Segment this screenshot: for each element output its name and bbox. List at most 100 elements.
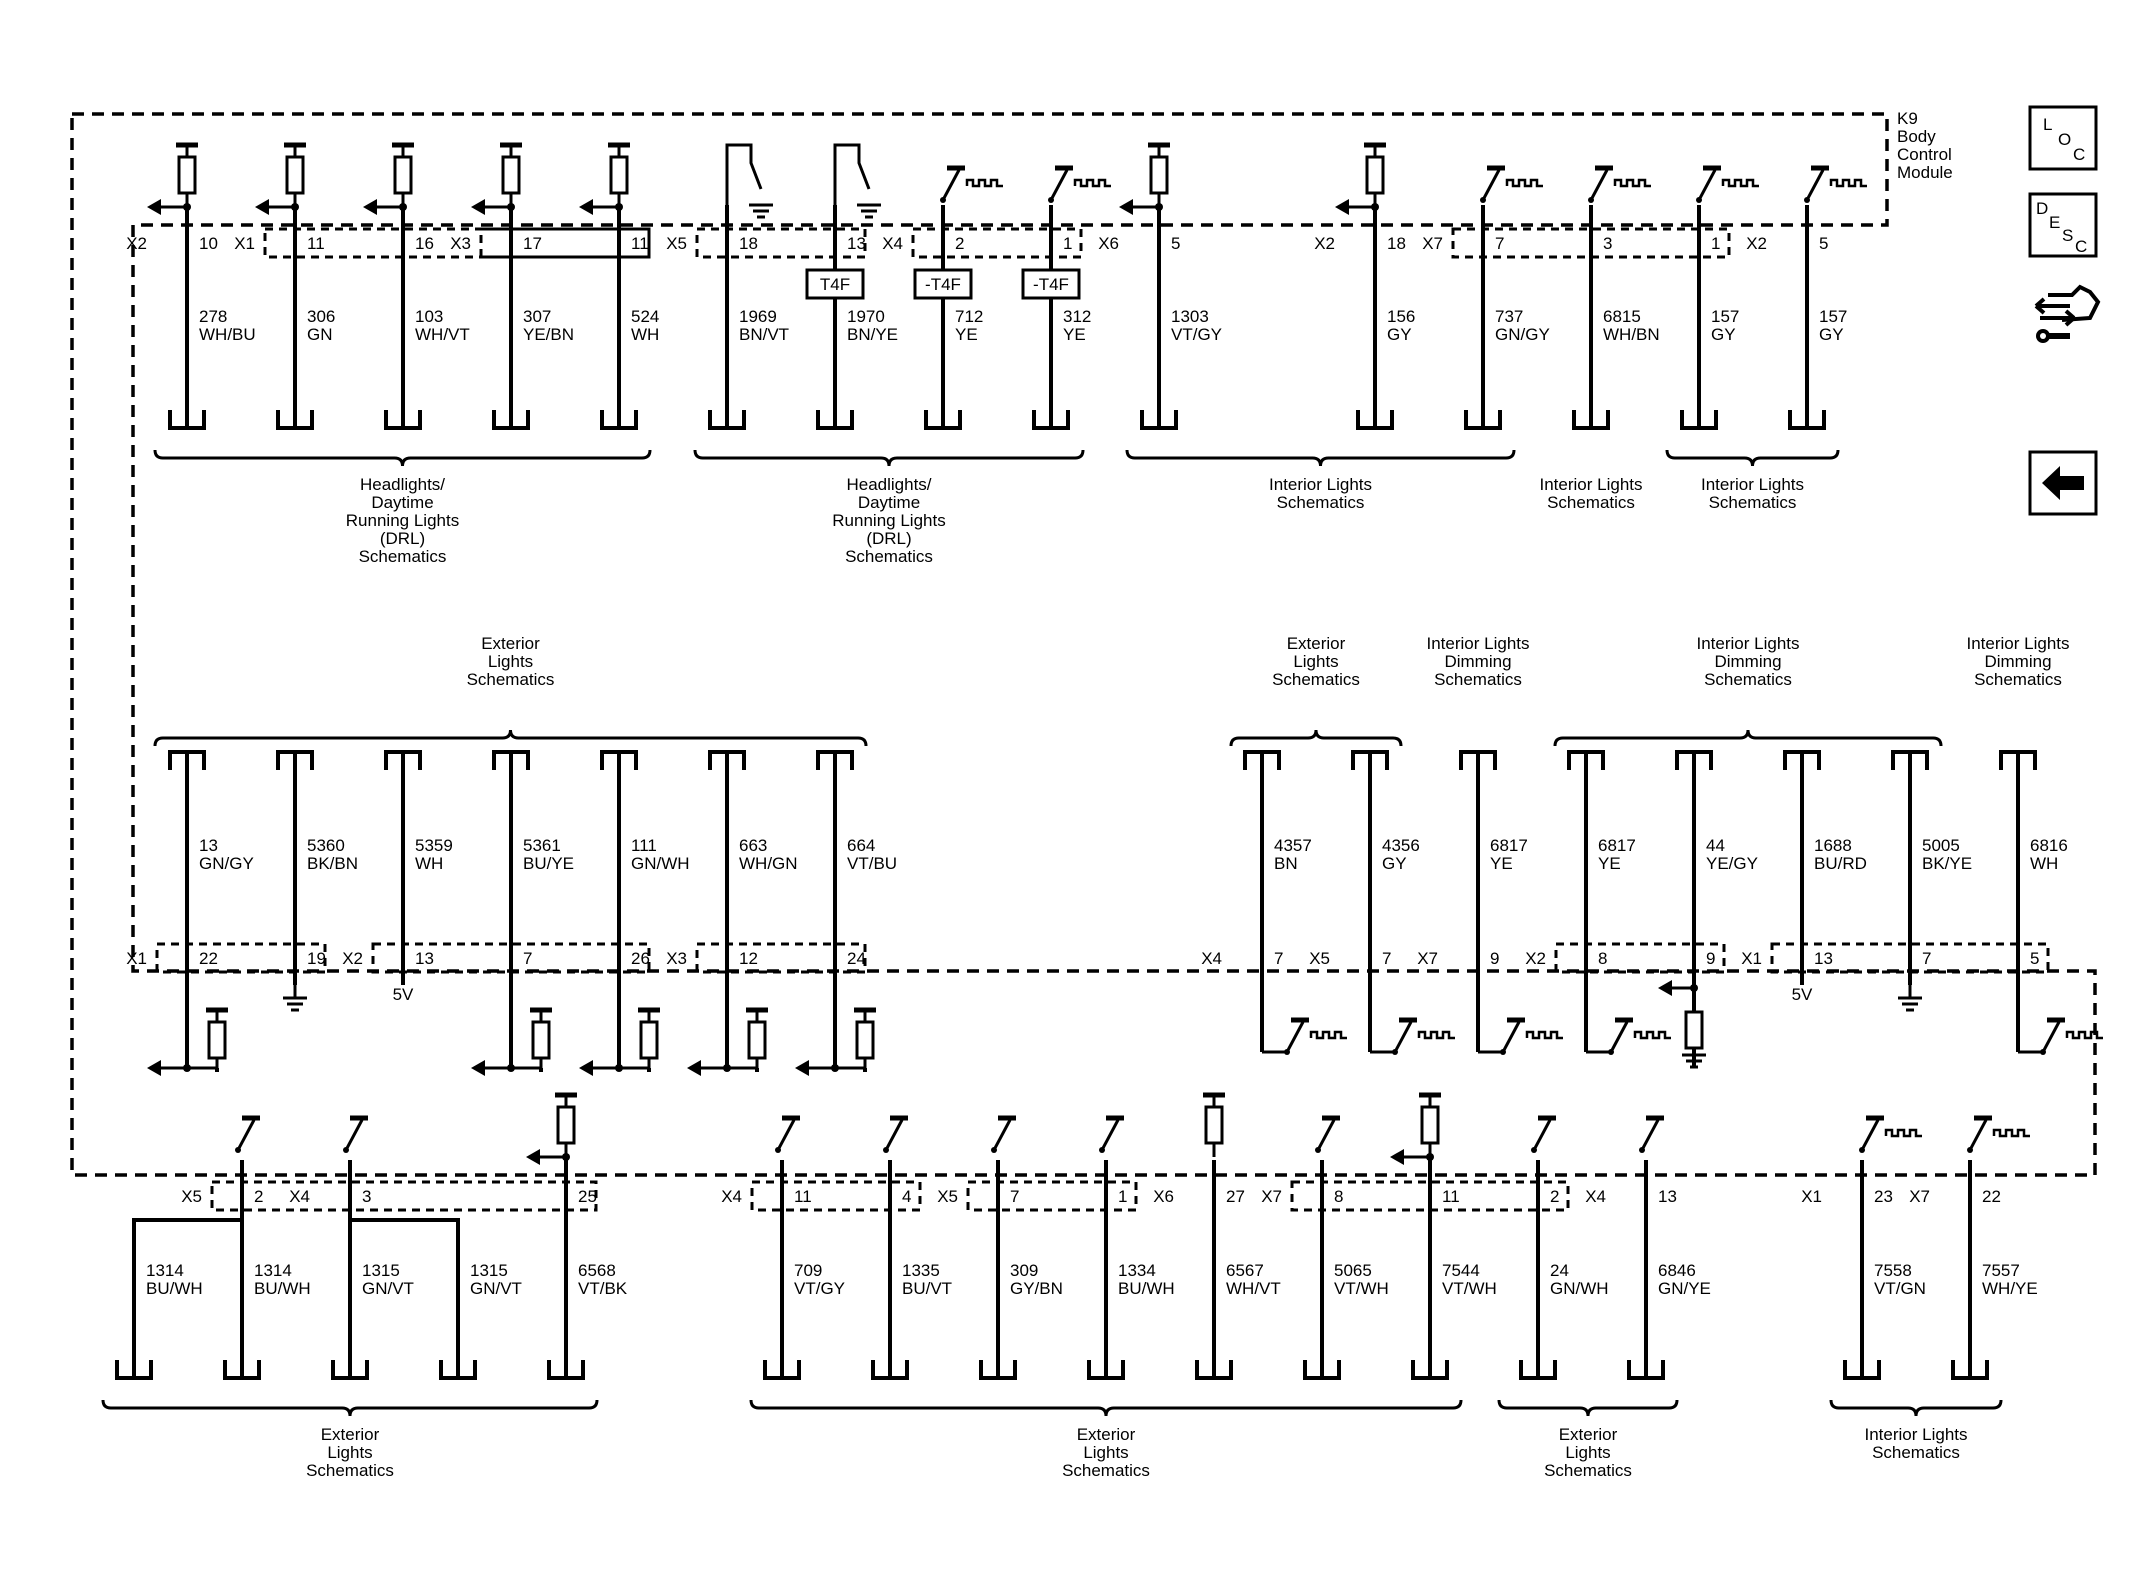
circuit-number: 24 — [1550, 1261, 1569, 1280]
wire-color: YE/BN — [523, 325, 574, 344]
destination-label: Interior Lights — [1865, 1425, 1968, 1444]
circuit-number: 6846 — [1658, 1261, 1696, 1280]
pwm-icon — [1721, 178, 1759, 188]
connector-label: X2 — [1525, 949, 1546, 968]
pin-number: 22 — [1982, 1187, 2001, 1206]
description-letter: E — [2049, 213, 2060, 232]
circuit-number: 312 — [1063, 307, 1091, 326]
back-button[interactable] — [2028, 450, 2098, 516]
switch-pivot — [1500, 1049, 1506, 1055]
destination-label: Exterior — [1077, 1425, 1136, 1444]
wire-color: WH — [415, 854, 443, 873]
switch-pivot — [1048, 197, 1054, 203]
ground-switch-blade — [725, 143, 763, 205]
switch-blade — [344, 1119, 364, 1151]
wire-color: VT/GN — [1874, 1279, 1926, 1298]
description-button[interactable]: D E S C — [2028, 192, 2098, 258]
location-letter: O — [2058, 130, 2071, 149]
circuit-number: 1314 — [146, 1261, 184, 1280]
splice-dot — [291, 203, 299, 211]
harness-connector-icon — [1351, 750, 1389, 770]
circuit-number: 1688 — [1814, 836, 1852, 855]
harness-connector-icon — [1788, 410, 1826, 430]
pin-number: 4 — [902, 1187, 911, 1206]
harness-connector-icon — [384, 410, 422, 430]
circuit-tag-box — [913, 268, 973, 300]
circuit-number: 307 — [523, 307, 551, 326]
pin-number: 24 — [847, 949, 866, 968]
resistor-symbol — [1204, 1105, 1224, 1145]
destination-label: Schematics — [1974, 670, 2062, 689]
resistor-symbol — [393, 155, 413, 195]
location-button[interactable]: L O C — [2028, 105, 2098, 171]
pin-number: 1 — [1063, 234, 1072, 253]
destination-label: Schematics — [1062, 1461, 1150, 1480]
wire-color: BU/WH — [146, 1279, 203, 1298]
pin-number: 12 — [739, 949, 758, 968]
pin-number: 5 — [1171, 234, 1180, 253]
destination-label: Exterior — [1287, 634, 1346, 653]
pin-number: 17 — [523, 234, 542, 253]
pin-number: 9 — [1490, 949, 1499, 968]
pwm-icon — [1417, 1030, 1455, 1040]
circuit-number: 1334 — [1118, 1261, 1156, 1280]
pin-number: 8 — [1334, 1187, 1343, 1206]
switch-blade — [941, 169, 961, 201]
wire-color: GY — [1711, 325, 1736, 344]
pin-number: 7 — [1495, 234, 1504, 253]
connector-repair-icon[interactable] — [2034, 284, 2101, 343]
switch-blade — [884, 1119, 904, 1151]
harness-connector-icon — [276, 750, 314, 770]
circuit-number: 5065 — [1334, 1261, 1372, 1280]
wire-color: VT/WH — [1334, 1279, 1389, 1298]
connector-group-outline — [911, 227, 1083, 259]
switch-blade — [992, 1119, 1012, 1151]
connector-label: X5 — [1309, 949, 1330, 968]
splice-dot — [831, 1064, 839, 1072]
pwm-icon — [2065, 1030, 2103, 1040]
wire-color: BU/VT — [902, 1279, 952, 1298]
switch-blade — [1805, 169, 1825, 201]
module-label: K9 Body Control Module — [1897, 109, 1953, 182]
splice-dot — [1426, 1153, 1434, 1161]
harness-connector-icon — [1843, 1360, 1881, 1380]
location-letter: C — [2073, 145, 2085, 164]
wire-color: WH — [631, 325, 659, 344]
switch-blade — [2041, 1021, 2061, 1053]
circuit-number: 309 — [1010, 1261, 1038, 1280]
resistor-symbol — [177, 155, 197, 195]
destination-label: Headlights/ — [846, 475, 931, 494]
circuit-number: 278 — [199, 307, 227, 326]
harness-connector-icon — [1783, 750, 1821, 770]
switch-pivot — [883, 1147, 889, 1153]
pwm-icon — [1525, 1030, 1563, 1040]
pin-number: 8 — [1598, 949, 1607, 968]
switch-pivot — [1859, 1147, 1865, 1153]
wire-color: VT/GY — [1171, 325, 1222, 344]
pin-number: 11 — [794, 1187, 812, 1206]
wire-color: BK/BN — [307, 854, 358, 873]
connector-label: X7 — [1261, 1187, 1282, 1206]
circuit-number: 737 — [1495, 307, 1523, 326]
harness-connector-icon — [1459, 750, 1497, 770]
splice-dot — [399, 203, 407, 211]
harness-connector-icon — [1891, 750, 1929, 770]
wire — [350, 1218, 460, 1378]
wire-color: GN/YE — [1658, 1279, 1711, 1298]
circuit-number: 5359 — [415, 836, 453, 855]
